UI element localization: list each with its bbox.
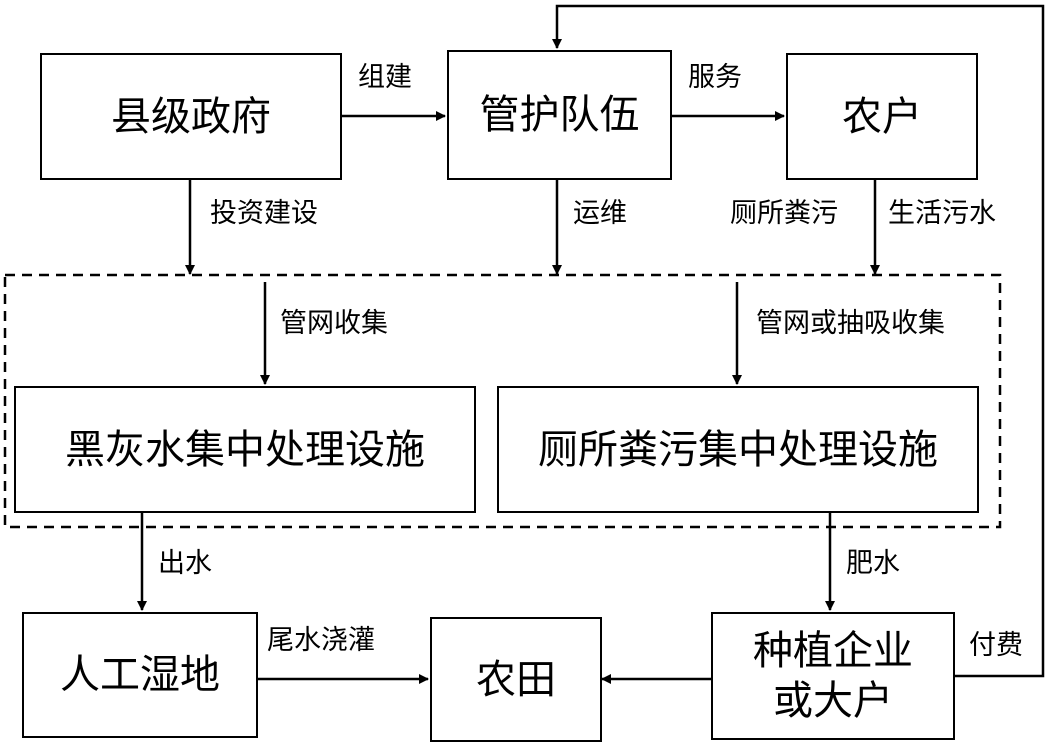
- facilities-dashed-group: [3, 273, 1002, 529]
- arrow-payment-loop: [552, 4, 1045, 678]
- node-farmland: 农田: [430, 617, 602, 742]
- node-county-government-label: 县级政府: [111, 93, 271, 140]
- edge-label-fertilizer-water: 肥水: [846, 548, 900, 579]
- edge-label-service: 服务: [688, 62, 742, 93]
- node-toilet-facility-label: 厕所粪污集中处理设施: [538, 426, 938, 473]
- edge-label-domestic-sewage: 生活污水: [888, 198, 996, 229]
- edge-label-toilet-waste: 厕所粪污: [730, 198, 838, 229]
- node-planting-enterprise: 种植企业 或大户: [711, 612, 955, 740]
- node-wetland-label: 人工湿地: [60, 652, 220, 698]
- edge-label-payment: 付费: [969, 630, 1023, 661]
- edge-label-operate-maintain: 运维: [573, 198, 627, 229]
- node-wetland: 人工湿地: [22, 612, 258, 738]
- edge-label-pipe-collect: 管网收集: [280, 308, 388, 339]
- node-maintenance-team: 管护队伍: [447, 50, 672, 180]
- edge-label-tailwater-irrigation: 尾水浇灌: [267, 625, 375, 656]
- edge-label-pipe-or-suction-collect: 管网或抽吸收集: [756, 308, 945, 339]
- node-farmer: 农户: [786, 53, 978, 180]
- node-farmer-label: 农户: [842, 93, 922, 140]
- node-toilet-facility: 厕所粪污集中处理设施: [497, 386, 979, 513]
- edge-label-invest-build: 投资建设: [210, 198, 318, 229]
- node-maintenance-team-label: 管护队伍: [479, 92, 640, 138]
- edge-label-organize: 组建: [358, 62, 412, 93]
- node-planting-enterprise-label: 种植企业 或大户: [753, 628, 913, 724]
- node-blackgray-facility-label: 黑灰水集中处理设施: [65, 426, 425, 473]
- node-blackgray-facility: 黑灰水集中处理设施: [14, 386, 476, 513]
- edge-label-effluent: 出水: [158, 548, 212, 579]
- node-farmland-label: 农田: [476, 656, 556, 703]
- node-county-government: 县级政府: [40, 53, 342, 180]
